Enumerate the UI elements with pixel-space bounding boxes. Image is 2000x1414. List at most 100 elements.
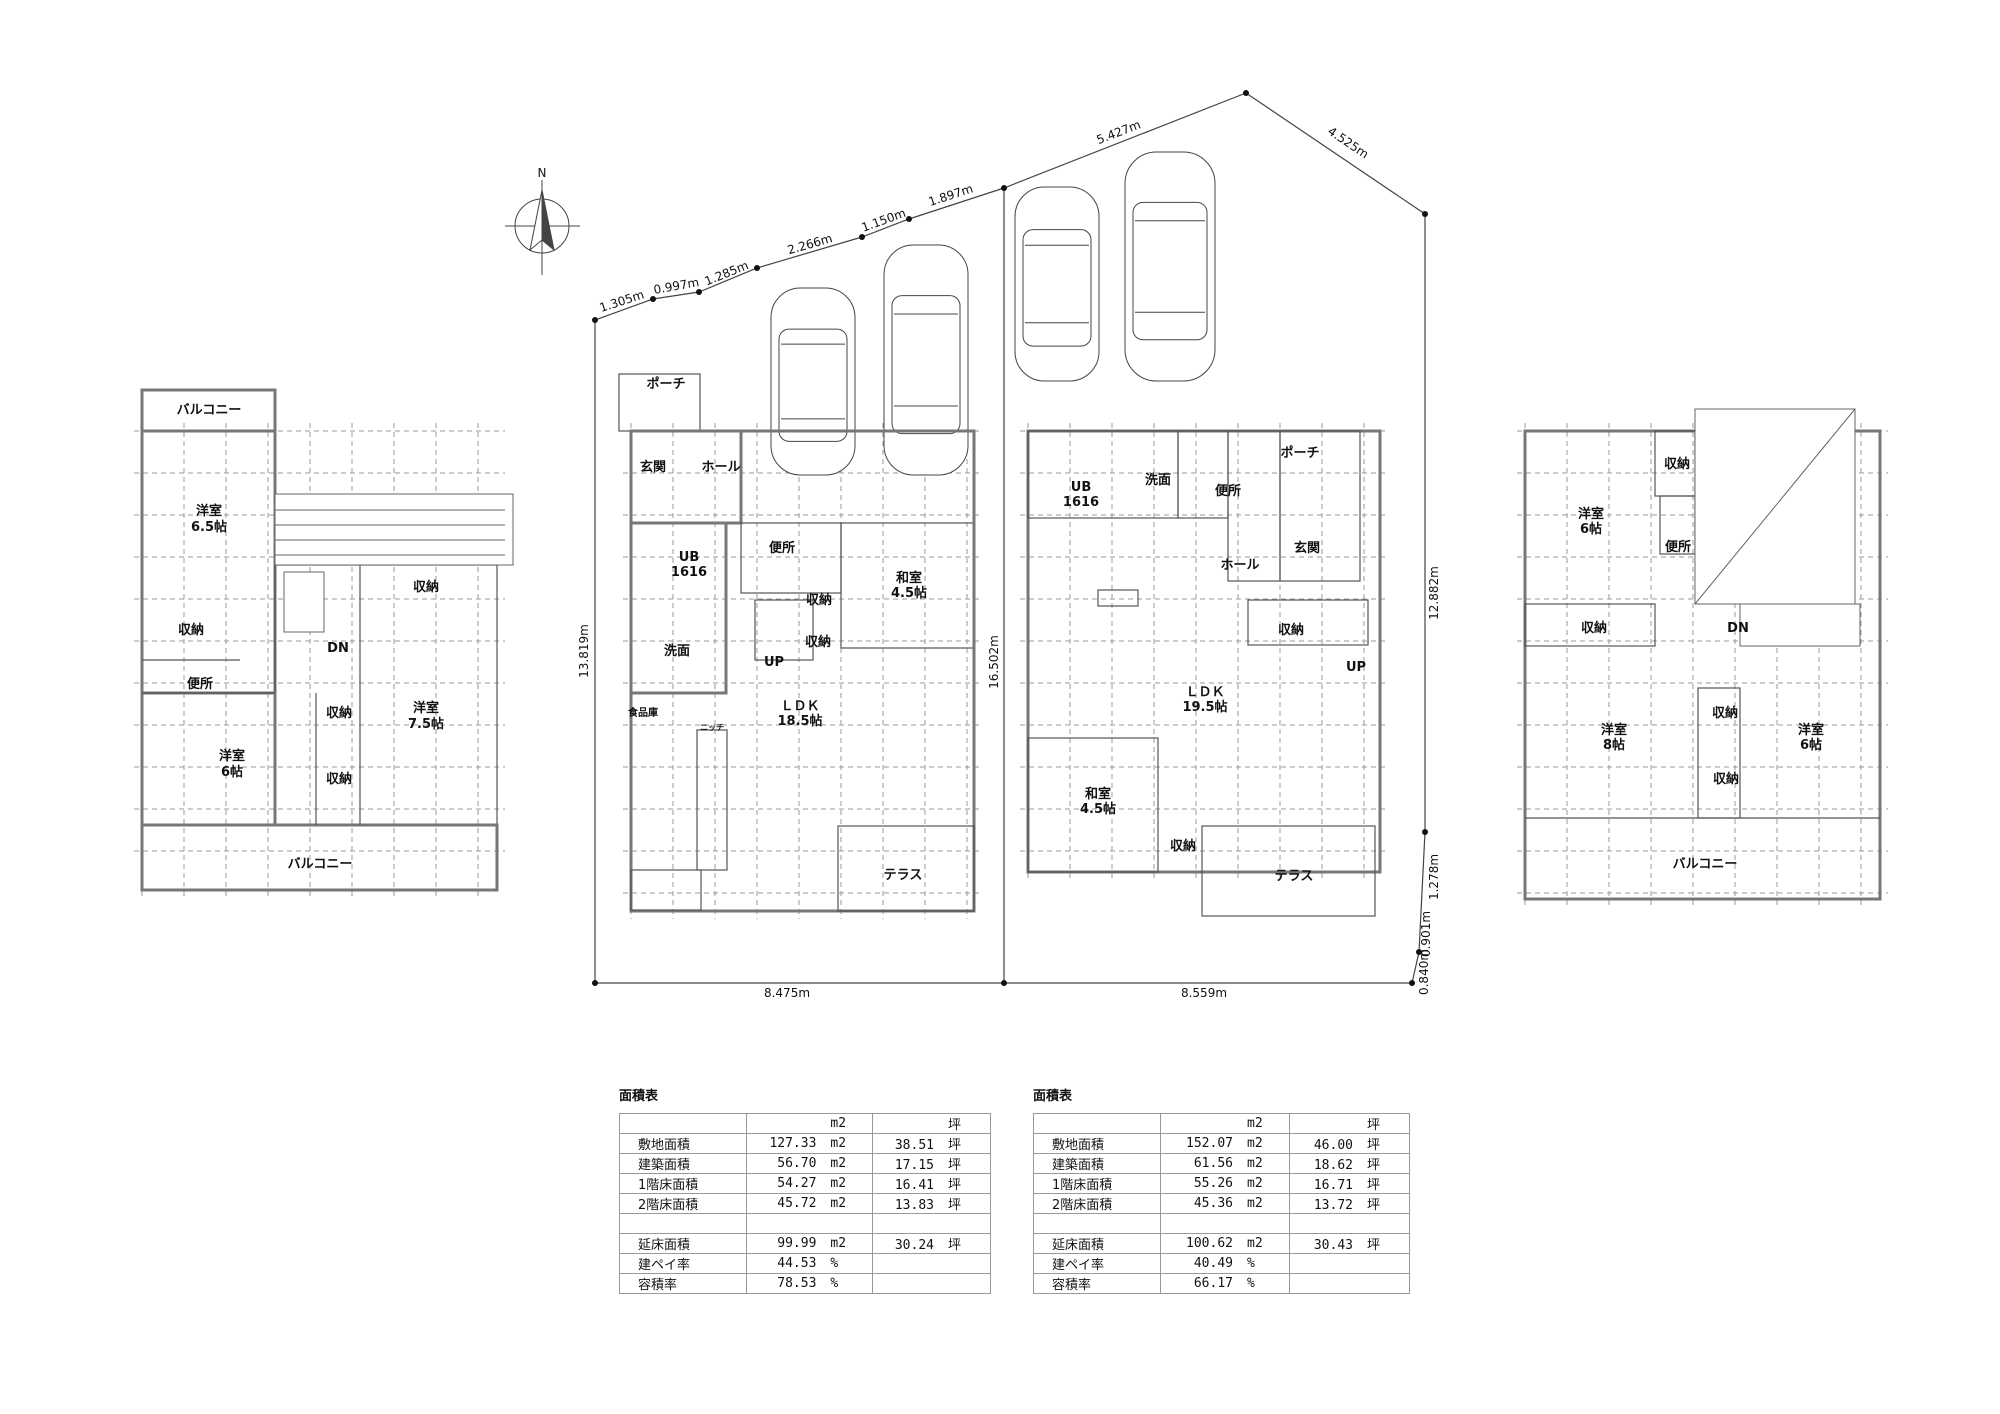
area-table-cell: 敷地面積 [1033,1133,1161,1154]
area-table-cell: 容積率 [1033,1273,1161,1294]
area-table-cell: 建築面積 [619,1153,747,1174]
stair-2f-a [274,493,514,633]
area-table-cell: m2 [745,1113,874,1134]
parked-cars [770,151,1216,476]
cell-value: 46.00 [1313,1138,1353,1153]
cell-value: 16.71 [1313,1178,1353,1193]
label-pantry: 食品庫 [627,706,658,719]
label-storage1: 収納 [806,592,832,608]
area-table-cell: 延床面積 [1033,1233,1161,1254]
area-table-cell [1033,1213,1161,1234]
cell-value: 延床面積 [638,1238,691,1253]
cell-value: 容積率 [638,1278,678,1293]
label-toilet: 便所 [187,676,213,692]
unit-label: 坪 [1367,1158,1381,1173]
label-toilet: 便所 [1665,539,1691,555]
label-up: UP [1346,660,1366,675]
area-table-cell: 建築面積 [1033,1153,1161,1174]
cell-value: 建築面積 [638,1158,691,1173]
unit-label: m2 [830,1176,847,1191]
label-toilet: 便所 [769,540,795,556]
label-hall: ホール [701,460,740,475]
area-table-cell: 30.43 坪 [1289,1233,1410,1254]
unit-label: m2 [830,1116,847,1131]
label-ub-size: 1616 [1063,495,1099,510]
north-label: N [538,166,547,180]
area-table-cell: 78.53% [745,1273,874,1294]
label-room1-size: 6.5帖 [191,519,227,535]
unit-label: m2 [830,1196,847,1211]
area-table-row [1033,1213,1410,1234]
label-room3: 洋室 [1798,722,1824,738]
area-table-cell [619,1113,747,1134]
unit-label: % [830,1256,839,1271]
area-table-cell: 容積率 [619,1273,747,1294]
label-washitsu: 和室 [1085,786,1111,802]
area-table-cell: 61.56 m2 [1160,1153,1290,1174]
label-hall: ホール [1220,558,1259,573]
label-room2: 洋室 [413,700,439,716]
label-dn: DN [327,641,349,656]
unit-label: m2 [1247,1176,1263,1191]
area-table-cell [745,1213,874,1234]
cell-value: 61.56 [1193,1156,1233,1171]
label-wash: 洗面 [664,643,690,659]
unit-label: % [830,1276,839,1291]
area-table-cell: 40.49% [1160,1253,1290,1274]
cell-value: 55.26 [1193,1176,1233,1191]
area-table-cell: 1階床面積 [619,1173,747,1194]
unit-label: m2 [1247,1116,1263,1131]
label-room1: 洋室 [196,503,222,519]
unit-label: m2 [1247,1156,1263,1171]
cell-value: 1階床面積 [638,1178,699,1193]
area-table-row: m2 坪 [1033,1113,1410,1134]
label-storage2: 収納 [1581,620,1607,636]
site-boundary [592,90,1428,986]
north-compass-icon: N [505,166,580,275]
dim-right-small-3: 0.840m [1417,949,1431,995]
label-storage4: 収納 [326,771,352,787]
unit-label: m2 [830,1236,847,1251]
area-table-cell: 44.53% [745,1253,874,1274]
plan-b-1f: UB 1616 洗面 ポーチ 便所 玄関 ホール 収納 UP ＬＤＫ 19.5帖… [1026,429,1382,917]
label-up: UP [764,655,784,670]
cell-value: 66.17 [1193,1276,1233,1291]
unit-label: % [1247,1256,1255,1271]
cell-value: 30.43 [1313,1238,1353,1253]
dim-right-height: 12.882m [1427,566,1441,620]
unit-label: 坪 [1367,1178,1381,1193]
label-storage2: 収納 [178,622,204,638]
stair-2f-b [1694,408,1861,647]
dim-top-5: 1.150m [860,206,908,235]
label-storage2: 収納 [1170,838,1196,854]
area-table-cell: 2階床面積 [619,1193,747,1214]
unit-label: m2 [830,1136,847,1151]
label-storage1: 収納 [1278,622,1304,638]
unit-label: 坪 [1367,1138,1381,1153]
area-table-cell: 2階床面積 [1033,1193,1161,1214]
label-room2-size: 7.5帖 [408,716,444,732]
dim-top-2: 0.997m [652,275,700,297]
unit-label: 坪 [1367,1238,1381,1253]
area-table-cell [872,1213,991,1234]
unit-label: 坪 [948,1138,962,1153]
label-room3-size: 6帖 [221,764,243,780]
label-room1: 洋室 [1578,506,1604,522]
area-table-cell: 坪 [1289,1113,1410,1134]
